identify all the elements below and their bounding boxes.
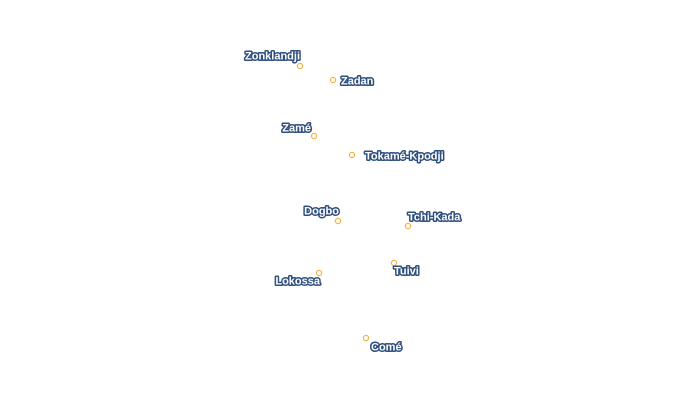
place-marker[interactable]: [296, 62, 304, 70]
place-dogbo[interactable]: Dogbo: [303, 204, 342, 225]
place-marker[interactable]: [310, 132, 318, 140]
place-tokame-kpodji[interactable]: Tokamé-Kpodji: [348, 149, 445, 164]
place-zonklandji[interactable]: Zonklandji: [244, 49, 304, 70]
place-tuivi[interactable]: Tuivi: [390, 259, 420, 279]
place-zame[interactable]: Zamé: [281, 121, 318, 140]
place-label: Zadan: [341, 76, 374, 88]
place-marker[interactable]: [390, 259, 398, 267]
place-label: Comé: [371, 342, 402, 354]
place-marker[interactable]: [348, 151, 356, 159]
place-come[interactable]: Comé: [362, 334, 403, 355]
place-marker[interactable]: [334, 217, 342, 225]
place-marker[interactable]: [329, 76, 337, 84]
place-label: Zonklandji: [245, 51, 300, 63]
place-tchi-kada[interactable]: Tchi-Kada: [404, 210, 463, 230]
place-lokossa[interactable]: Lokossa: [274, 269, 323, 289]
place-zadan[interactable]: Zadan: [329, 74, 375, 89]
place-label: Tuivi: [394, 266, 419, 278]
place-label: Tokamé-Kpodji: [365, 151, 444, 163]
place-marker[interactable]: [315, 269, 323, 277]
place-label: Lokossa: [275, 276, 321, 288]
place-label: Zamé: [282, 123, 311, 135]
place-label: Tchi-Kada: [408, 212, 461, 224]
place-marker[interactable]: [362, 334, 370, 342]
place-label: Dogbo: [304, 206, 339, 218]
place-marker[interactable]: [404, 222, 412, 230]
